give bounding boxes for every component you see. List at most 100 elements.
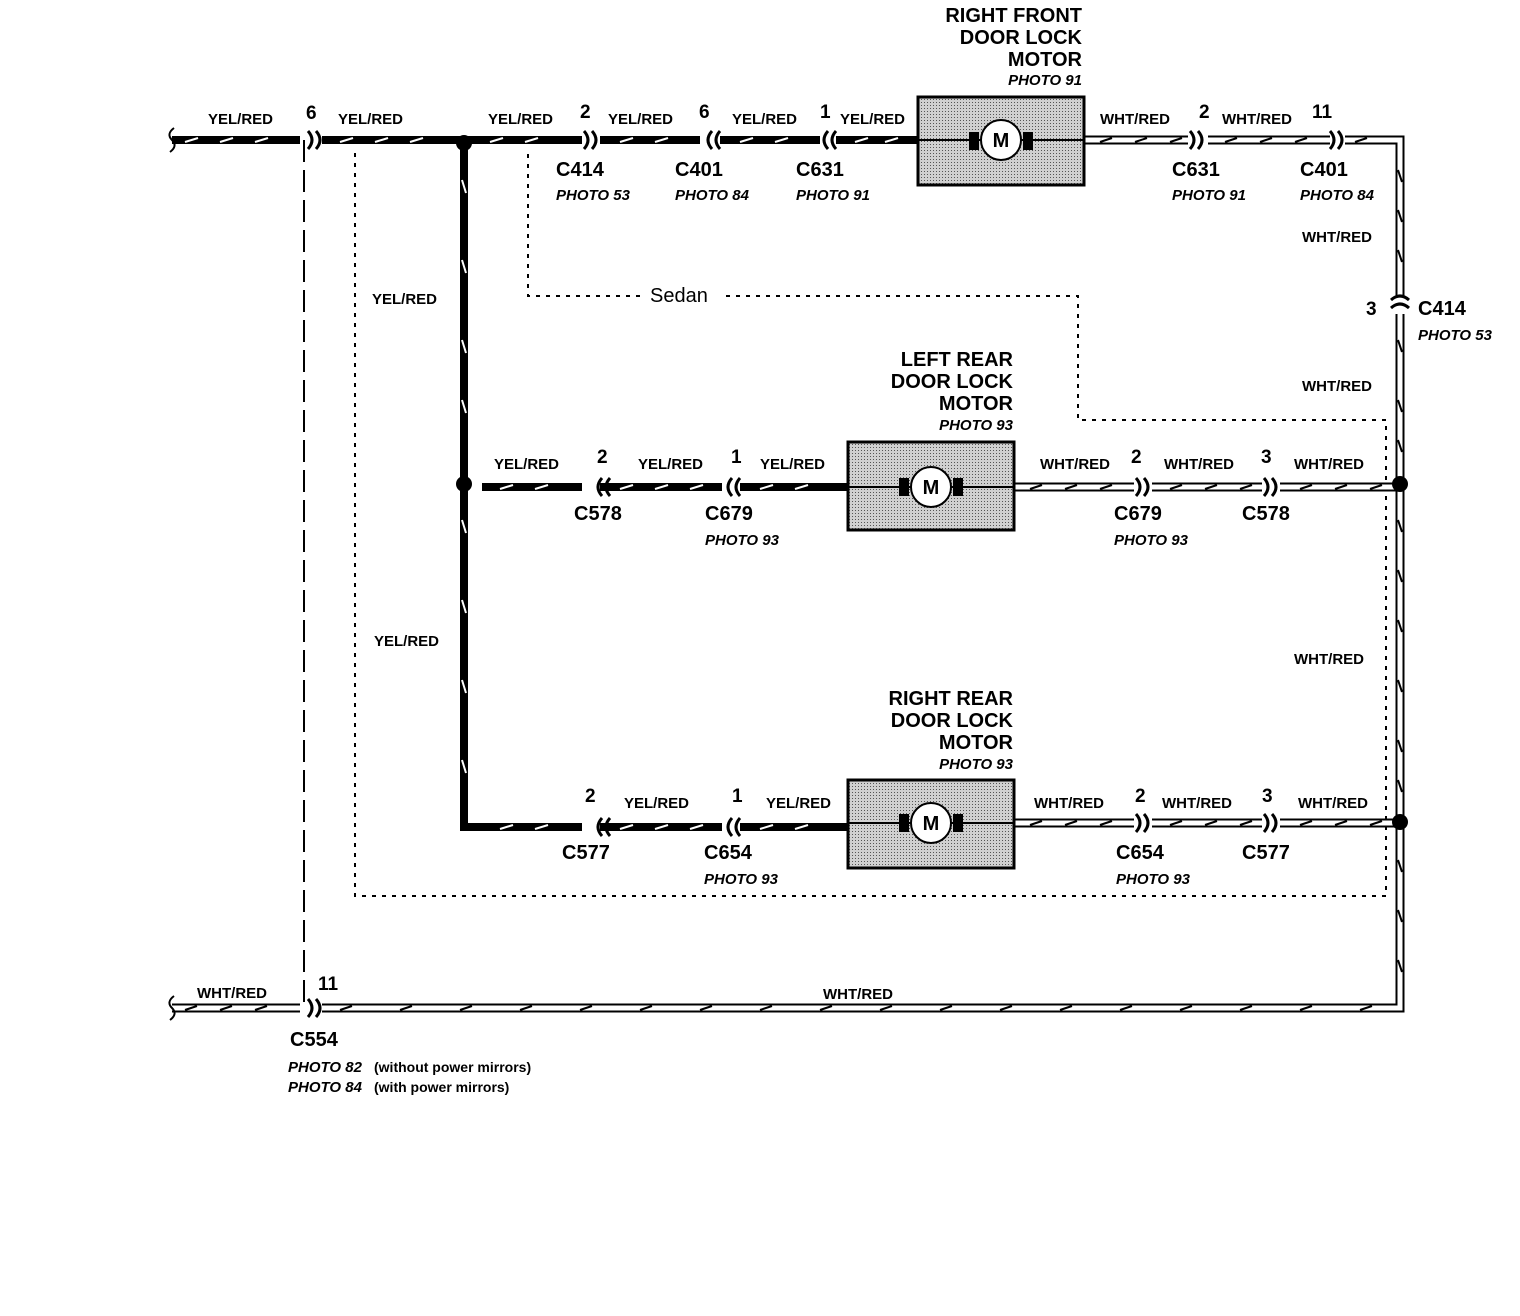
c679-left-symbol [726,477,742,497]
photo-ref: PHOTO 93 [1116,871,1191,888]
left-rear-motor-title: LEFT REAR DOOR LOCK MOTOR PHOTO 93 [891,349,1014,434]
connector-name: C654 [1116,842,1165,864]
connector-symbols [306,130,1410,1018]
photo-ref: PHOTO 53 [556,187,631,204]
c578-right-symbol [1262,477,1278,497]
wire-label: YEL/RED [488,111,553,128]
wire-label: YEL/RED [638,456,703,473]
wire-labels: YEL/RED YEL/RED YEL/RED YEL/RED YEL/RED … [197,111,1372,1003]
wire-label: YEL/RED [608,111,673,128]
photo-ref: PHOTO 93 [705,532,780,549]
photo-note: (without power mirrors) [374,1059,531,1075]
wire-label: YEL/RED [766,795,831,812]
wire-label: WHT/RED [823,986,893,1003]
svg-text:RIGHT REAR: RIGHT REAR [889,688,1014,710]
photo-ref: PHOTO 91 [796,187,870,204]
right-rear-motor-title: RIGHT REAR DOOR LOCK MOTOR PHOTO 93 [889,688,1014,773]
svg-text:MOTOR: MOTOR [939,732,1014,754]
svg-text:LEFT REAR: LEFT REAR [901,349,1014,371]
wire-label: YEL/RED [760,456,825,473]
wire-label: WHT/RED [1302,229,1372,246]
sedan-boundary [354,153,1387,897]
right-front-motor-title: RIGHT FRONT DOOR LOCK MOTOR PHOTO 91 [945,5,1082,89]
connector-name: C414 [1418,298,1467,320]
connector-name: C577 [562,842,610,864]
svg-text:MOTOR: MOTOR [1008,49,1083,71]
wire-break-ends [168,127,176,1021]
svg-text:DOOR LOCK: DOOR LOCK [891,371,1014,393]
wire-label: WHT/RED [1294,651,1364,668]
wire-label: WHT/RED [197,985,267,1002]
connector-name: C577 [1242,842,1290,864]
connector-name: C679 [1114,503,1162,525]
photo-ref: PHOTO 53 [1418,327,1493,344]
wire-label: YEL/RED [624,795,689,812]
svg-text:MOTOR: MOTOR [939,393,1014,415]
photo-ref: PHOTO 93 [704,871,779,888]
pin-number: 11 [318,974,339,995]
pin-number: 3 [1366,299,1377,320]
svg-text:RIGHT FRONT: RIGHT FRONT [945,5,1082,27]
c654-right-symbol [1134,813,1150,833]
wire-label: WHT/RED [1162,795,1232,812]
pin-number: 2 [597,447,608,468]
photo-ref: PHOTO 91 [1172,187,1246,204]
pin-number: 1 [820,102,831,123]
pin-number: 3 [1262,786,1273,807]
connector-name: C554 [290,1029,339,1051]
c631-right-symbol [1188,130,1204,150]
connector-name: C631 [796,159,844,181]
photo-ref: PHOTO 84 [675,187,750,204]
svg-text:DOOR LOCK: DOOR LOCK [960,27,1083,49]
right-rear-motor: M [846,778,1016,870]
photo-note: (with power mirrors) [374,1079,509,1095]
connector-name: C578 [574,503,622,525]
photo-ref: PHOTO 84 [288,1079,363,1096]
pin-number: 2 [1135,786,1146,807]
splice-dots [456,135,1408,830]
pin-number: 3 [1261,447,1272,468]
pin-number: 1 [732,786,743,807]
connector-labels: 6 11 C554 PHOTO 82 (without power mirror… [288,102,1493,1096]
svg-text:DOOR LOCK: DOOR LOCK [891,710,1014,732]
motor-letter: M [923,477,940,499]
c679-right-symbol [1134,477,1150,497]
wire-label: YEL/RED [338,111,403,128]
c578-left-symbol [596,477,612,497]
wire-label: YEL/RED [374,633,439,650]
pin-number: 2 [585,786,596,807]
wire-label: YEL/RED [840,111,905,128]
wire-label: YEL/RED [494,456,559,473]
c654-left-symbol [726,817,742,837]
pin-number: 2 [1131,447,1142,468]
pin-number: 6 [306,103,317,124]
c577-right-symbol [1262,813,1278,833]
wire-label: WHT/RED [1222,111,1292,128]
c414-top-symbol [582,130,598,150]
pin-number: 1 [731,447,742,468]
c554-yel-symbol [306,130,322,150]
c401-right-symbol [1328,130,1344,150]
connector-name: C401 [1300,159,1348,181]
left-rear-motor: M [846,440,1016,532]
wire-label: WHT/RED [1100,111,1170,128]
connector-name: C679 [705,503,753,525]
svg-text:Sedan: Sedan [650,285,708,307]
motor-letter: M [923,813,940,835]
c577-left-symbol [596,817,612,837]
photo-ref: PHOTO 84 [1300,187,1375,204]
pin-number: 6 [699,102,710,123]
c414-right-symbol [1390,294,1410,310]
pin-number: 11 [1312,102,1333,123]
connector-name: C578 [1242,503,1290,525]
right-front-motor: M [916,95,1086,187]
wire-label: WHT/RED [1302,378,1372,395]
connector-name: C401 [675,159,723,181]
svg-text:PHOTO 91: PHOTO 91 [1008,72,1082,89]
wire-label: WHT/RED [1294,456,1364,473]
c554-wht-symbol [306,998,322,1018]
photo-ref: PHOTO 82 [288,1059,363,1076]
wire-label: WHT/RED [1034,795,1104,812]
yel-red-wires [172,136,918,831]
